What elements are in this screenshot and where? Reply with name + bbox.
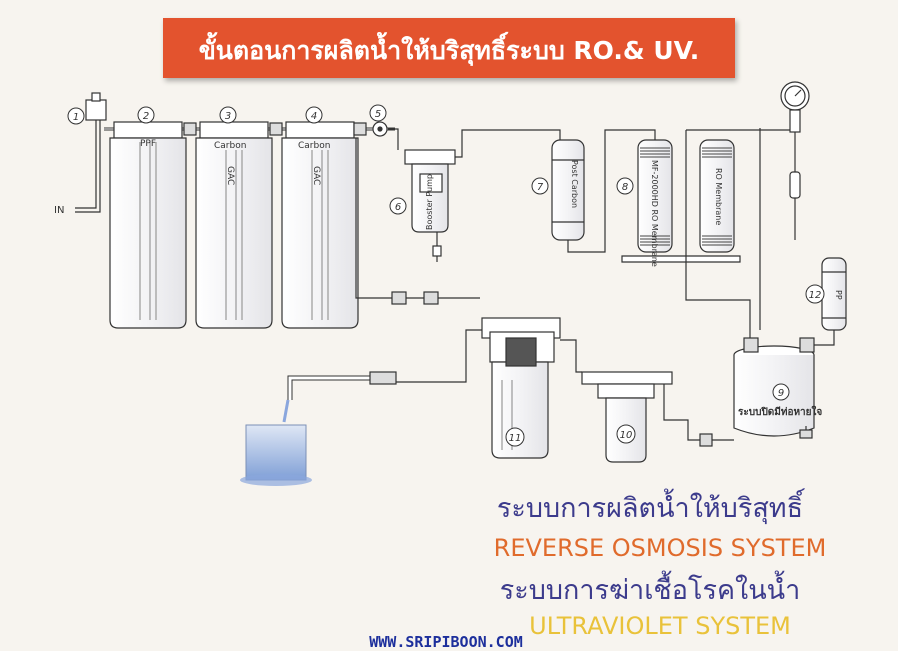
svg-text:1: 1: [73, 112, 79, 123]
marker-2: 2: [137, 106, 155, 124]
svg-text:4: 4: [311, 111, 317, 122]
label-membrane-1: MF-2000HD RO Membrane: [650, 160, 659, 267]
housing-carbon-1: [195, 121, 273, 329]
marker-10: 10: [616, 424, 636, 444]
svg-text:6: 6: [395, 202, 401, 213]
header-banner: ขั้นตอนการผลิตน้ำให้บริสุทธิ์ระบบ RO.& U…: [163, 18, 735, 78]
marker-1: 1: [67, 107, 85, 125]
caption-ultraviolet: ULTRAVIOLET SYSTEM: [529, 612, 791, 640]
label-gac-1: GAC: [225, 166, 235, 185]
svg-text:11: 11: [509, 433, 522, 444]
label-booster-pump: Booster Pump: [425, 174, 434, 230]
label-inlet: IN: [54, 205, 64, 216]
svg-text:5: 5: [375, 109, 381, 120]
label-final-filter: PP: [834, 290, 843, 300]
inlet-pipe: [75, 120, 97, 209]
svg-text:7: 7: [537, 182, 544, 193]
svg-text:12: 12: [809, 290, 822, 301]
svg-text:9: 9: [778, 388, 784, 399]
caption-reverse-osmosis: REVERSE OSMOSIS SYSTEM: [493, 534, 827, 562]
label-post-carbon: Post Carbon: [570, 160, 579, 208]
ro-membrane-2: [699, 139, 735, 253]
caption-thai-ro: ระบบการผลิตน้ำให้บริสุทธิ์: [496, 493, 804, 524]
svg-text:2: 2: [143, 111, 149, 122]
booster-pump: [404, 149, 456, 262]
caption-thai-uv: ระบบการฆ่าเชื้อโรคในน้ำ: [499, 575, 801, 606]
inlet-valve: [85, 99, 107, 121]
label-gac-2: GAC: [311, 166, 321, 185]
label-ppf: PPF: [140, 139, 156, 149]
water-glass: [240, 399, 312, 486]
housing-carbon-2: [281, 121, 359, 329]
ro-membrane-1: [637, 139, 673, 253]
housing-ppf: [109, 121, 187, 329]
header-title: ขั้นตอนการผลิตน้ำให้บริสุทธิ์ระบบ RO.& U…: [198, 36, 700, 65]
svg-text:10: 10: [620, 430, 633, 441]
label-carbon-2: Carbon: [298, 141, 330, 151]
marker-5: 5: [369, 104, 387, 122]
marker-7: 7: [531, 177, 549, 195]
label-membrane-2: RO Membrane: [714, 168, 723, 225]
marker-6: 6: [389, 197, 407, 215]
marker-3: 3: [219, 106, 237, 124]
marker-11: 11: [505, 427, 525, 447]
svg-text:8: 8: [622, 182, 628, 193]
marker-8: 8: [616, 177, 634, 195]
marker-4: 4: [305, 106, 323, 124]
svg-text:3: 3: [225, 111, 231, 122]
uv-lamp: [581, 371, 673, 463]
website-url: WWW.SRIPIBOON.COM: [369, 633, 523, 651]
label-carbon-1: Carbon: [214, 141, 246, 151]
marker-9: 9: [772, 383, 790, 401]
marker-12: 12: [805, 284, 825, 304]
label-tank: ระบบปิดมีท่อหายใจ: [738, 405, 822, 418]
outlet-pipe: [287, 375, 380, 400]
